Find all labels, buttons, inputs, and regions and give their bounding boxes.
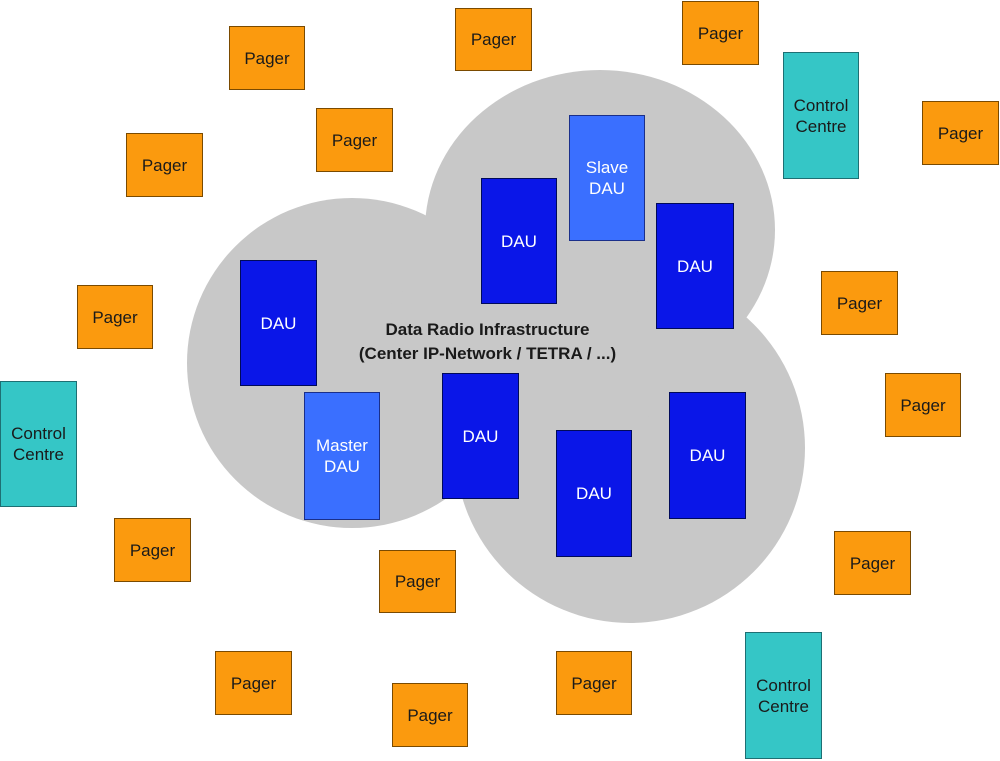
dau-node: DAU <box>481 178 557 304</box>
pager-node: Pager <box>834 531 911 595</box>
pager-node: Pager <box>229 26 305 90</box>
slave-dau-node: Slave DAU <box>569 115 645 241</box>
dau-node: DAU <box>556 430 632 557</box>
pager-node: Pager <box>379 550 456 613</box>
pager-node: Pager <box>114 518 191 582</box>
control-centre-node: Control Centre <box>745 632 822 759</box>
pager-node: Pager <box>392 683 468 747</box>
pager-node: Pager <box>126 133 203 197</box>
cloud-title-line1: Data Radio Infrastructure <box>385 320 590 339</box>
control-centre-node: Control Centre <box>783 52 859 179</box>
pager-node: Pager <box>885 373 961 437</box>
master-dau-node: Master DAU <box>304 392 380 520</box>
pager-node: Pager <box>77 285 153 349</box>
control-centre-node: Control Centre <box>0 381 77 507</box>
pager-node: Pager <box>215 651 292 715</box>
dau-node: DAU <box>240 260 317 386</box>
pager-node: Pager <box>316 108 393 172</box>
pager-node: Pager <box>682 1 759 65</box>
dau-node: DAU <box>669 392 746 519</box>
pager-node: Pager <box>922 101 999 165</box>
pager-node: Pager <box>455 8 532 71</box>
pager-node: Pager <box>821 271 898 335</box>
dau-node: DAU <box>442 373 519 499</box>
pager-node: Pager <box>556 651 632 715</box>
cloud-title: Data Radio Infrastructure (Center IP-Net… <box>310 318 665 366</box>
cloud-title-line2: (Center IP-Network / TETRA / ...) <box>358 344 617 363</box>
dau-node: DAU <box>656 203 734 329</box>
